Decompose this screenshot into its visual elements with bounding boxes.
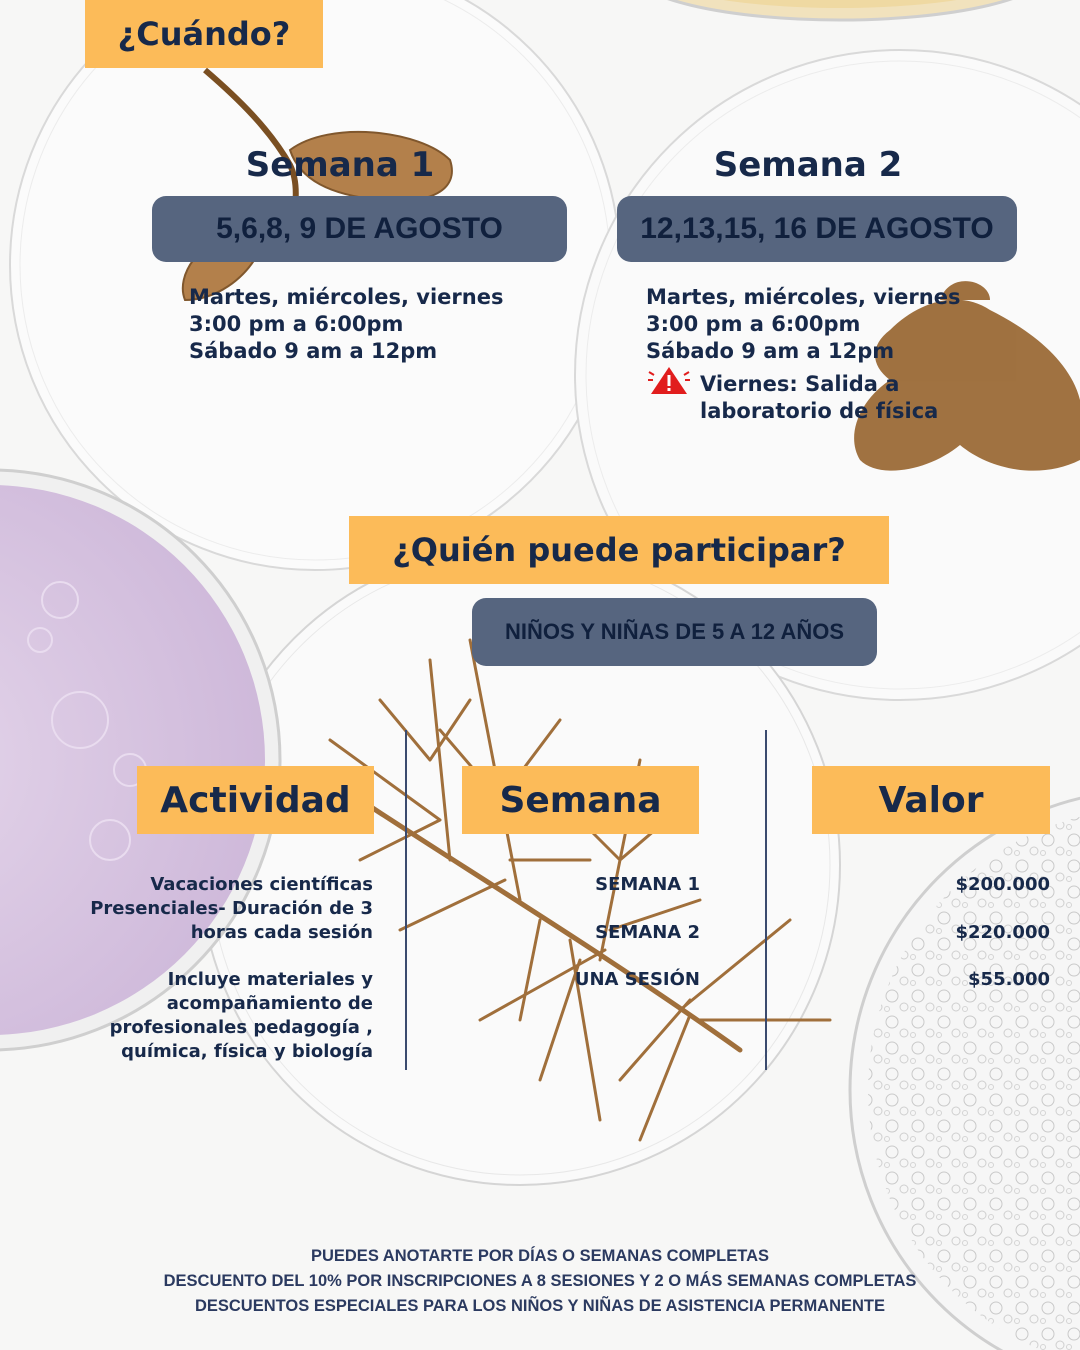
column-divider (405, 730, 407, 1070)
schedule-line: 3:00 pm a 6:00pm (189, 312, 404, 336)
warning-line: Viernes: Salida a (700, 372, 900, 396)
week-option: SEMANA 1 (595, 874, 700, 895)
week1-title: Semana 1 (245, 145, 435, 185)
price: $220.000 (955, 922, 1050, 943)
activity-line: profesionales pedagogía , (109, 1017, 373, 1038)
footer-line: DESCUENTOS ESPECIALES PARA LOS NIÑOS Y N… (194, 1297, 886, 1315)
warning-icon (647, 364, 691, 396)
week1-schedule: Martes, miércoles, viernes 3:00 pm a 6:0… (189, 284, 503, 365)
schedule-line: Martes, miércoles, viernes (189, 285, 504, 309)
yellow-dish (667, 0, 1013, 22)
bubble-dish (848, 796, 1080, 1350)
week-option: UNA SESIÓN (574, 969, 700, 990)
parsley-leaf (854, 281, 1080, 471)
schedule-line: Sábado 9 am a 12pm (189, 339, 438, 363)
purple-dish (0, 468, 282, 1052)
activity-line: acompañamiento de (166, 993, 373, 1014)
activity-description: Vacaciones científicas Presenciales- Dur… (40, 873, 373, 945)
activity-line: Vacaciones científicas (150, 874, 373, 895)
schedule-line: Sábado 9 am a 12pm (646, 339, 895, 363)
activity-includes: Incluye materiales y acompañamiento de p… (40, 968, 373, 1064)
column-divider (765, 730, 767, 1070)
price: $55.000 (968, 969, 1050, 990)
week2-warning: Viernes: Salida a laboratorio de física (700, 371, 938, 425)
activity-line: Incluye materiales y (167, 969, 373, 990)
week2-schedule: Martes, miércoles, viernes 3:00 pm a 6:0… (646, 284, 960, 365)
audience-pill: NIÑOS Y NIÑAS DE 5 A 12 AÑOS (472, 598, 877, 666)
price: $200.000 (955, 874, 1050, 895)
activity-line: química, física y biología (121, 1041, 373, 1062)
when-heading: ¿Cuándo? (85, 0, 323, 68)
week2-dates: 12,13,15, 16 DE AGOSTO (617, 196, 1017, 262)
footer-line: PUEDES ANOTARTE POR DÍAS O SEMANAS COMPL… (310, 1247, 770, 1265)
who-heading: ¿Quién puede participar? (349, 516, 889, 584)
warning-line: laboratorio de física (700, 399, 939, 423)
schedule-line: Martes, miércoles, viernes (646, 285, 961, 309)
activity-line: Presenciales- Duración de 3 (90, 898, 373, 919)
footer-notes: PUEDES ANOTARTE POR DÍAS O SEMANAS COMPL… (0, 1244, 1080, 1319)
header-semana: Semana (462, 766, 699, 834)
week2-title: Semana 2 (713, 145, 903, 185)
week1-dates: 5,6,8, 9 DE AGOSTO (152, 196, 567, 262)
header-actividad: Actividad (137, 766, 374, 834)
footer-line: DESCUENTO DEL 10% POR INSCRIPCIONES A 8 … (163, 1272, 917, 1290)
header-valor: Valor (812, 766, 1050, 834)
week-option: SEMANA 2 (595, 922, 700, 943)
schedule-line: 3:00 pm a 6:00pm (646, 312, 861, 336)
activity-line: horas cada sesión (190, 922, 373, 943)
